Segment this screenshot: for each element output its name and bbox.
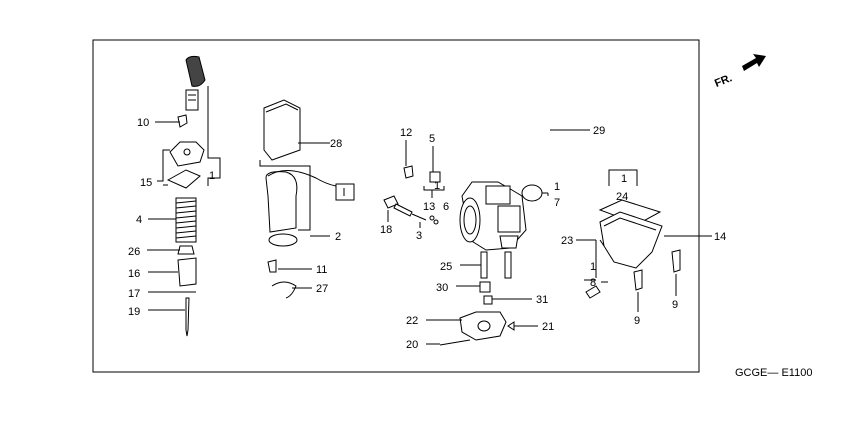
screw-5-part <box>429 171 441 183</box>
diagram-frame <box>92 39 700 373</box>
callout-11: 11 <box>316 264 327 276</box>
cap-bracket-line <box>207 86 221 186</box>
callout-28: 28 <box>330 138 342 150</box>
callout-5: 5 <box>429 133 435 145</box>
cap-gasket-part <box>166 169 201 189</box>
callout-31: 31 <box>536 294 548 306</box>
screw-12-part <box>403 165 414 179</box>
callout-2: 2 <box>335 231 341 243</box>
o-ring-7-part <box>521 184 543 202</box>
callout-12: 12 <box>400 127 412 139</box>
callout-9-left-label: 9 <box>634 315 640 327</box>
float-chamber-assembly: 1 24 23 1 5 8 6 9 7 9 14 <box>561 169 726 327</box>
callout-19: 19 <box>128 306 140 318</box>
drain-screw-part <box>585 285 601 299</box>
choke-wire-part <box>267 170 337 187</box>
diagram-code: GCGE— E1100 <box>735 367 812 379</box>
jet-25-part <box>480 251 488 279</box>
callout-8-label: 8 <box>590 277 596 289</box>
screw-10-part <box>177 114 188 128</box>
float-valve-part <box>507 321 515 331</box>
callout-22: 22 <box>406 315 418 327</box>
choke-cover-part <box>263 99 301 161</box>
callout-27: 27 <box>316 283 328 295</box>
choke-connector-part <box>335 183 355 201</box>
jet-30-part <box>479 281 491 293</box>
cable-boot-part <box>185 55 206 87</box>
jet-needle-part <box>185 297 190 337</box>
callout-3-label: 3 <box>416 230 422 242</box>
callout-14: 14 <box>714 231 726 243</box>
callout-24: 24 <box>616 191 628 203</box>
float-chamber-part <box>599 211 663 269</box>
callout-16: 16 <box>128 268 140 280</box>
callout-4: 4 <box>136 214 142 226</box>
callout-25: 25 <box>440 261 452 273</box>
callout-10: 10 <box>137 117 149 129</box>
throttle-slide-assembly: 10 15 1 4 26 16 17 19 <box>128 55 221 337</box>
clip-27-part <box>271 281 297 299</box>
callout-30-label: 30 <box>436 282 448 294</box>
screw-18-part <box>383 195 399 209</box>
throttle-valve-part <box>177 257 197 287</box>
callout-15: 15 <box>140 177 152 189</box>
spring-3-part <box>411 213 427 221</box>
front-direction-indicator: FR. <box>713 54 766 90</box>
callout-1-drain: 1 <box>590 261 596 273</box>
front-label: FR. <box>713 72 734 90</box>
callout-1-cap: 1 <box>209 170 215 182</box>
callout-26: 26 <box>128 246 140 258</box>
callout-17: 17 <box>128 288 140 300</box>
screw-9a-part <box>633 269 643 291</box>
callout-21: 21 <box>542 321 554 333</box>
callout-29-label: 29 <box>593 125 605 137</box>
float-pin-part <box>439 339 471 346</box>
callout-1-chamber: 1 <box>621 173 627 185</box>
callout-9-right-label: 9 <box>672 299 678 311</box>
spring-retainer-part <box>177 245 195 255</box>
callout-23: 23 <box>561 235 573 247</box>
front-arrow-icon <box>742 54 766 71</box>
carburetor-body-assembly: 12 5 1 13 4 6 18 3 3 1 7 7 26 29 25 26 3… <box>380 86 605 351</box>
vent-tube-part <box>455 87 553 169</box>
callout-1-oring: 1 <box>554 181 560 193</box>
screw-9b-part <box>671 249 681 273</box>
throttle-spring-part <box>175 197 197 243</box>
callout-6-label: 6 <box>443 201 449 213</box>
callout-20: 20 <box>406 339 418 351</box>
callout-18: 18 <box>380 224 392 236</box>
auto-choke-assembly: 28 2 11 27 <box>259 99 355 299</box>
callout-1-screw: 1 <box>434 180 440 192</box>
screw-11-part <box>267 259 277 273</box>
choke-unit-part <box>265 171 298 233</box>
callout-7-label: 7 <box>554 197 560 209</box>
jet-31-part <box>483 295 493 305</box>
callout-13: 13 <box>423 201 435 213</box>
